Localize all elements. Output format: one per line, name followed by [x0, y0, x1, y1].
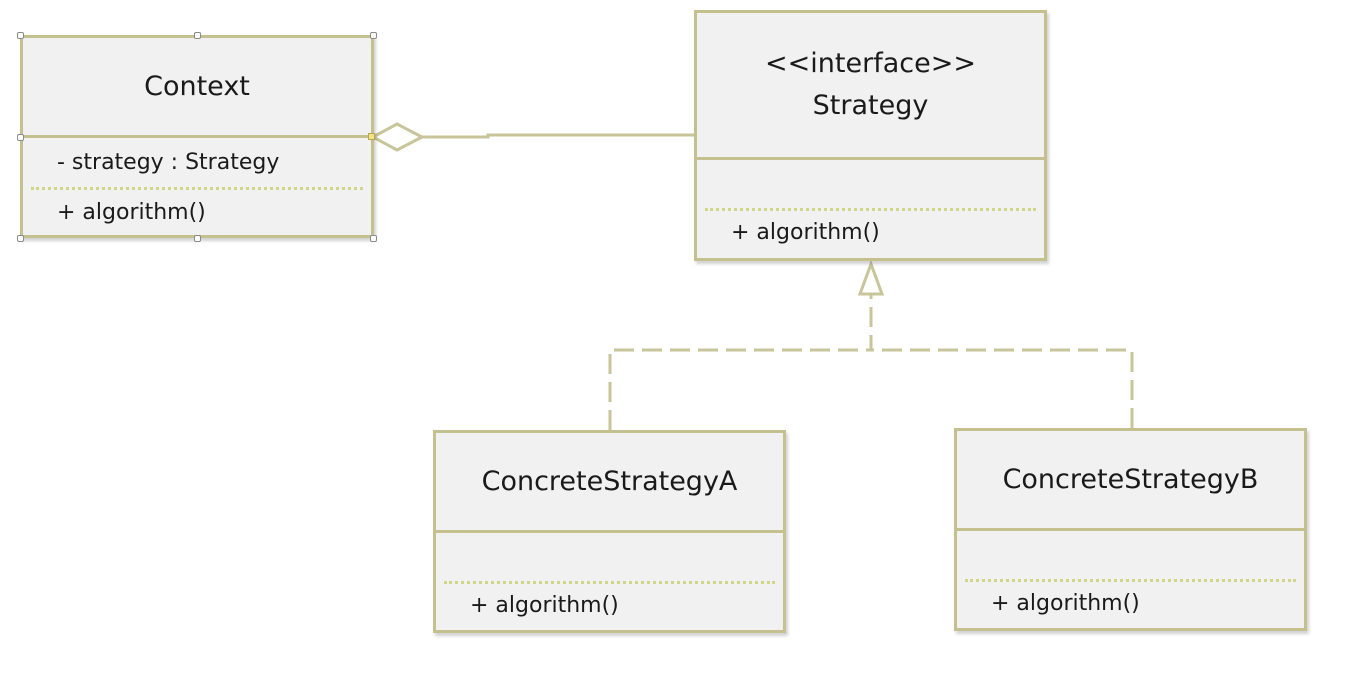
selection-handle-bl[interactable] [17, 235, 24, 242]
concrete-strategy-a-operation: + algorithm() [470, 593, 619, 618]
selection-handle-tl[interactable] [17, 32, 24, 39]
concrete-strategy-a-header: ConcreteStrategyA [436, 433, 783, 533]
context-class-header: Context [23, 38, 371, 138]
strategy-interface[interactable]: <<interface>> Strategy + algorithm() [694, 10, 1047, 261]
aggregation-diamond [369, 122, 426, 152]
strategy-interface-name: Strategy [812, 90, 929, 121]
context-operation: + algorithm() [57, 200, 206, 225]
selection-handle-br[interactable] [370, 235, 377, 242]
aggregation-line[interactable] [422, 133, 694, 139]
selection-handle-tm[interactable] [194, 32, 201, 39]
realization-line-a[interactable] [608, 294, 873, 430]
strategy-operation: + algorithm() [731, 220, 880, 245]
context-class[interactable]: Context - strategy : Strategy + algorith… [20, 35, 374, 238]
context-attribute: - strategy : Strategy [57, 150, 280, 175]
selection-handle-tr[interactable] [370, 32, 377, 39]
strategy-separator [705, 208, 1036, 211]
concrete-strategy-b-separator [965, 579, 1296, 582]
concrete-strategy-b-name: ConcreteStrategyB [1002, 463, 1259, 495]
context-separator [31, 187, 363, 190]
context-class-name: Context [144, 70, 250, 102]
concrete-strategy-a-name: ConcreteStrategyA [481, 465, 738, 497]
strategy-interface-header: <<interface>> Strategy [697, 13, 1044, 160]
realization-arrowhead [857, 259, 885, 296]
concrete-strategy-a-separator [444, 581, 775, 584]
selection-handle-ml[interactable] [17, 134, 24, 141]
realization-line-b[interactable] [871, 348, 1134, 428]
concrete-strategy-b-operation: + algorithm() [991, 591, 1140, 616]
connection-point-handle[interactable] [368, 133, 375, 140]
concrete-strategy-a-class[interactable]: ConcreteStrategyA + algorithm() [433, 430, 786, 633]
concrete-strategy-b-class[interactable]: ConcreteStrategyB + algorithm() [954, 428, 1307, 631]
concrete-strategy-b-header: ConcreteStrategyB [957, 431, 1304, 531]
strategy-stereotype: <<interface>> [765, 48, 976, 79]
selection-handle-bm[interactable] [194, 235, 201, 242]
